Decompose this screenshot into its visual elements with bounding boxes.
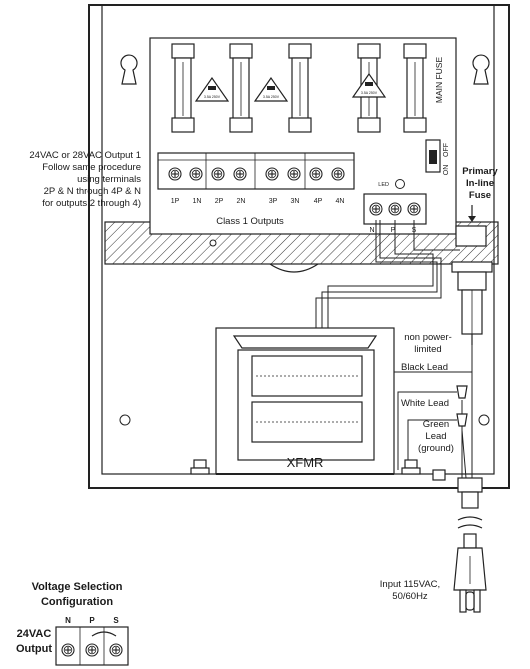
ground-stud-icon — [432, 469, 446, 481]
black-lead-label: Black Lead — [401, 362, 448, 373]
transformer-wires — [315, 220, 442, 328]
keyhole-mount-right-icon — [472, 54, 490, 85]
xfmr-label: XFMR — [287, 455, 324, 470]
input-label-2: 50/60Hz — [392, 591, 428, 602]
green-lead-label-3: (ground) — [418, 443, 454, 454]
green-lead-connector — [456, 413, 468, 427]
bracket-hole — [209, 239, 217, 247]
cord-grommet — [457, 477, 483, 509]
fuse-rating-label-2: 3.5A 250V — [263, 95, 280, 99]
led-label: LED — [378, 182, 389, 188]
cord-break-icon — [457, 516, 483, 529]
fuse-rating-label-1: 3.5A 250V — [204, 95, 221, 99]
warning-triangle-1-icon: 3.5A 250V — [194, 76, 230, 102]
output-note-line-1: 24VAC or 28VAC Output 1 — [29, 150, 141, 161]
output-24vac-label-2: Output — [16, 643, 52, 655]
main-fuse — [403, 43, 427, 133]
fuse-rating-label-3: 3.5A 250V — [361, 91, 378, 95]
input-label-1: Input 115VAC, — [380, 579, 440, 590]
base-screw-left-icon — [190, 459, 210, 475]
primary-fuse-holder — [451, 225, 493, 345]
warning-triangle-2-icon: 3.5A 250V — [253, 76, 289, 102]
led-indicator: LED — [378, 179, 405, 189]
warning-triangle-3-icon: 3.5A 250V — [351, 72, 387, 98]
terminal-3p: 3P — [269, 198, 278, 205]
terminal-labels: 1P 1N 2P 2N 3P 3N 4P 4N — [171, 198, 345, 205]
class1-outputs-label: Class 1 Outputs — [216, 216, 284, 227]
white-lead-connector — [456, 385, 468, 399]
keyhole-mount-left-icon — [120, 54, 138, 85]
main-fuse-label: MAIN FUSE — [434, 57, 444, 104]
base-screw-right-icon — [401, 459, 421, 475]
power-leads — [387, 345, 473, 479]
non-power-limited-label-1: non power- — [404, 332, 452, 343]
voltage-selection-title-2: Configuration — [41, 596, 113, 608]
terminal-n: N — [369, 227, 374, 234]
input-terminal-block — [363, 193, 427, 225]
power-plug-icon — [453, 533, 487, 613]
voltage-selection-title-1: Voltage Selection — [32, 581, 123, 593]
power-switch — [425, 139, 441, 173]
fuse-3 — [288, 43, 312, 133]
green-lead-label-2: Lead — [425, 431, 446, 442]
white-lead-label: White Lead — [401, 398, 449, 409]
config-jumper — [91, 631, 117, 637]
terminal-2n: 2N — [237, 198, 246, 205]
terminal-4p: 4P — [314, 198, 323, 205]
terminal-4n: 4N — [336, 198, 345, 205]
transformer — [215, 327, 395, 475]
primary-fuse-label-2: In-line — [466, 178, 494, 189]
output-note-line-4: 2P & N through 4P & N — [44, 186, 141, 197]
fuse-wire — [413, 220, 460, 251]
output-terminal-block — [157, 152, 355, 190]
terminal-1p: 1P — [171, 198, 180, 205]
terminal-1n: 1N — [193, 198, 202, 205]
primary-fuse-label-3: Fuse — [469, 190, 491, 201]
primary-fuse-label-1: Primary — [462, 166, 498, 177]
config-terminal-s: S — [113, 616, 119, 625]
output-note-line-5: for outputs 2 through 4) — [42, 198, 141, 209]
config-terminal-block — [55, 626, 129, 666]
output-24vac-label-1: 24VAC — [17, 628, 52, 640]
mounting-hole-left — [119, 414, 131, 426]
terminal-2p: 2P — [215, 198, 224, 205]
bracket-arc — [269, 263, 319, 273]
non-power-limited-label-2: limited — [414, 344, 441, 355]
terminal-3n: 3N — [291, 198, 300, 205]
green-lead-label-1: Green — [423, 419, 449, 430]
mounting-hole-right — [478, 414, 490, 426]
fuse-1 — [171, 43, 195, 133]
output-note-line-3: using terminals — [77, 174, 141, 185]
switch-off-label: OFF — [443, 143, 450, 157]
output-note-line-2: Follow same procedure — [42, 162, 141, 173]
switch-on-label: ON — [443, 165, 450, 176]
fuse-2 — [229, 43, 253, 133]
config-terminal-n: N — [65, 616, 71, 625]
arrow-down-icon — [468, 205, 476, 222]
terminal-p: P — [391, 227, 396, 234]
config-terminal-p: P — [89, 616, 95, 625]
